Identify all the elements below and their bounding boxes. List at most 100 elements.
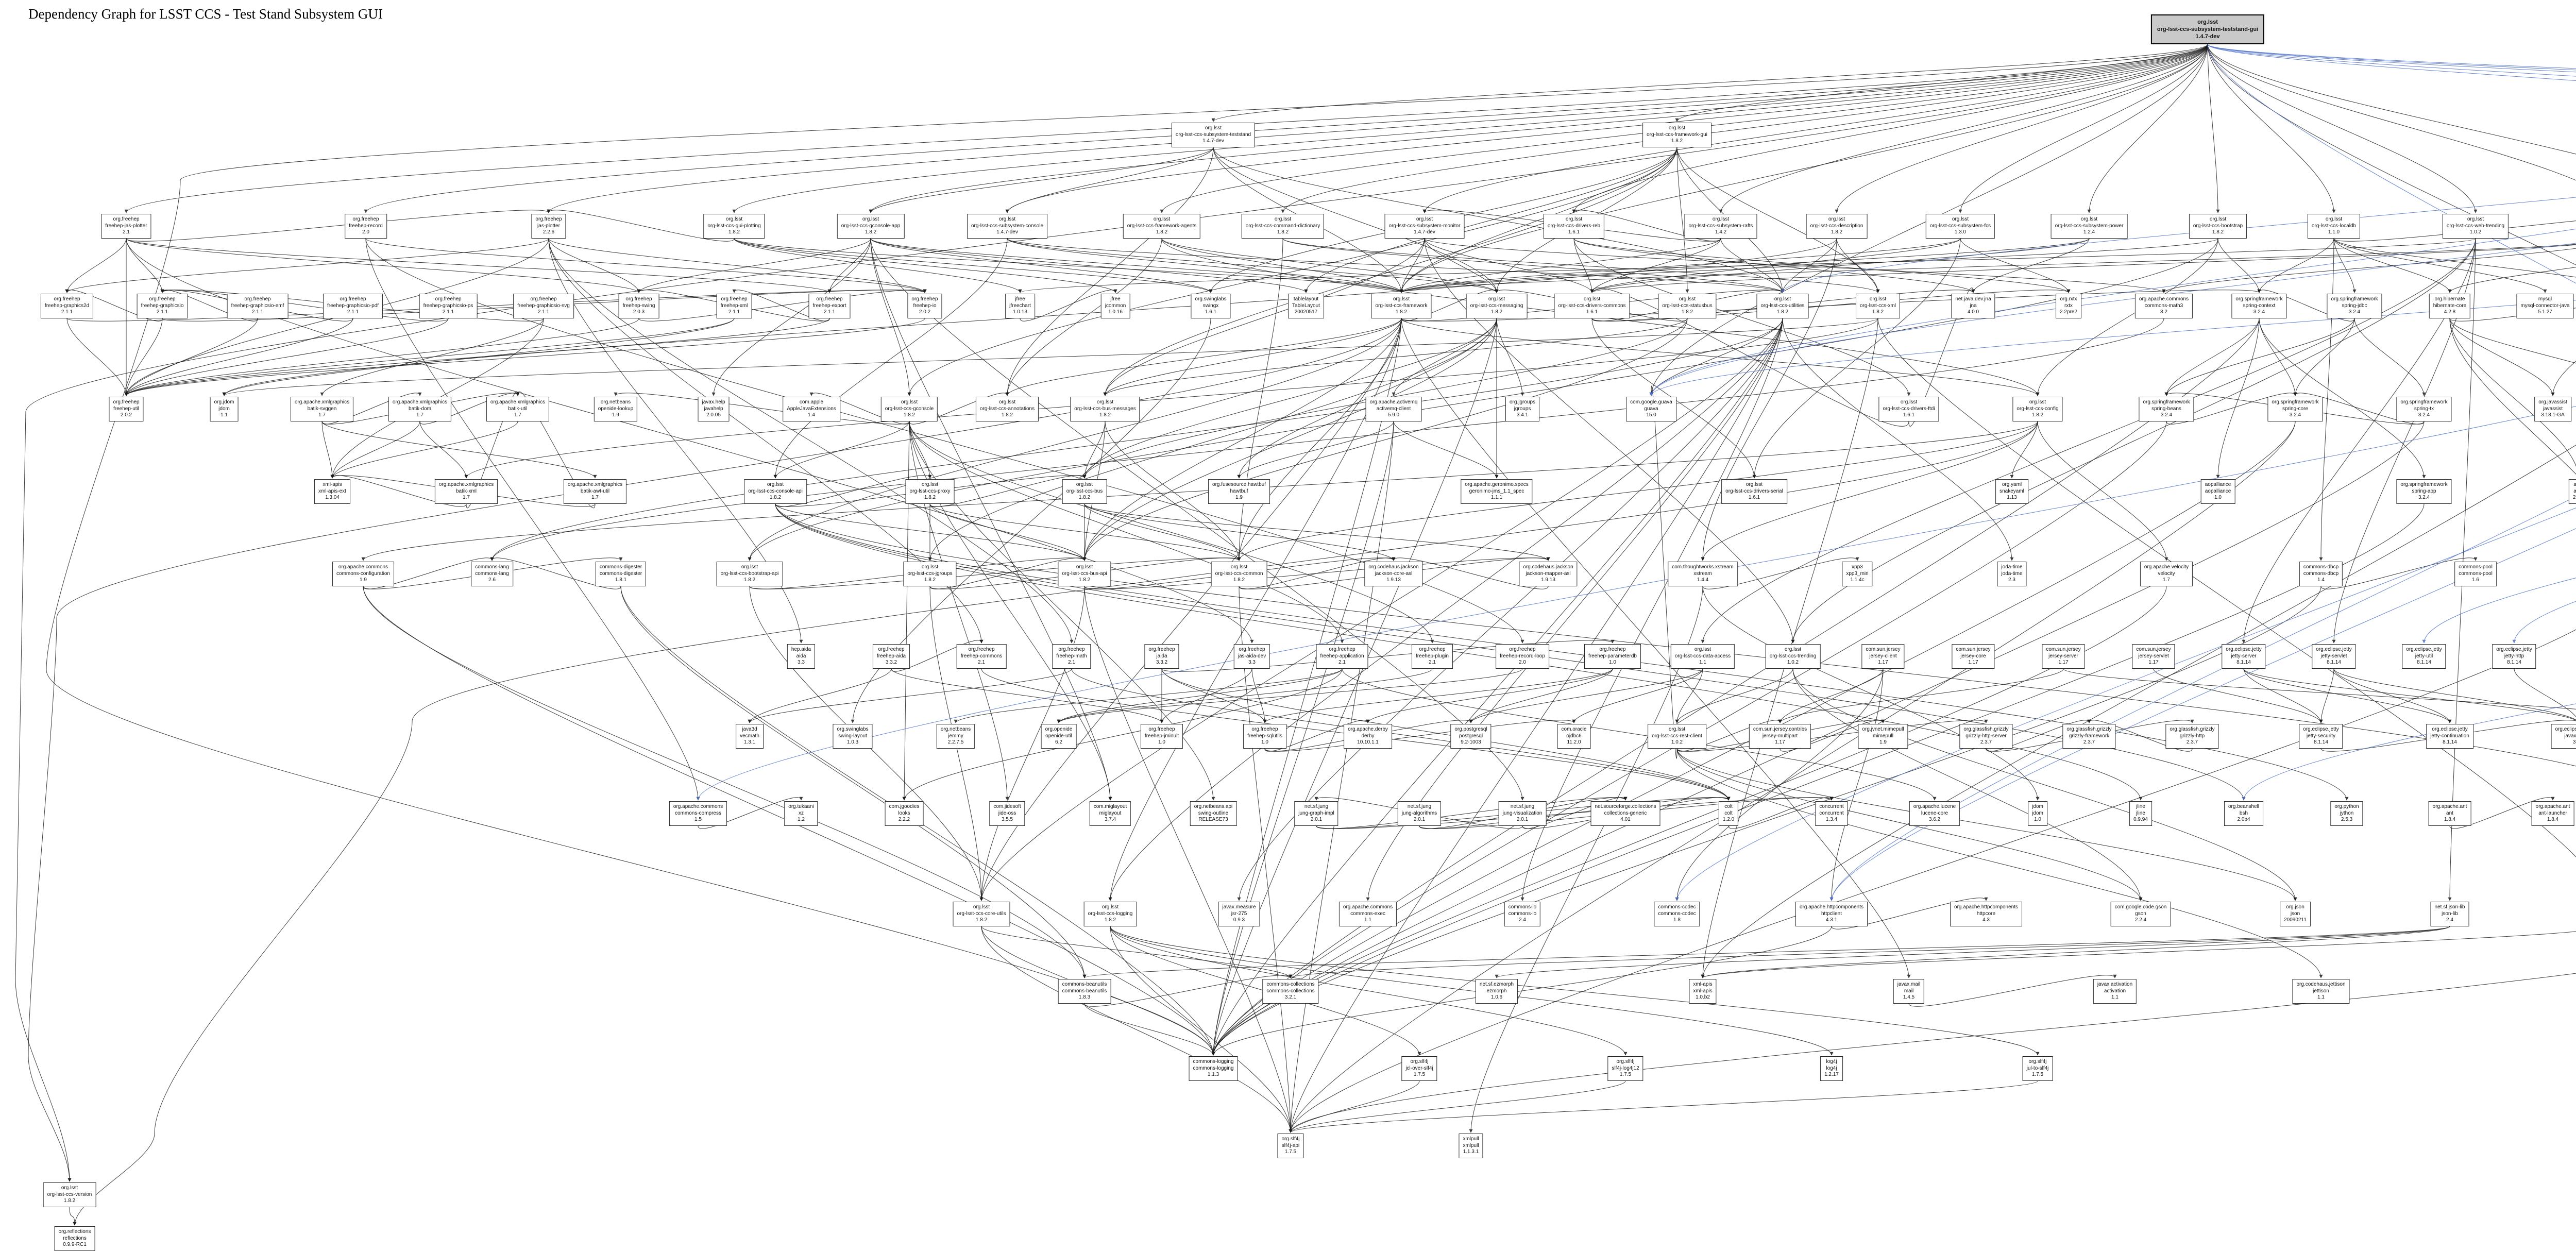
node-label-line: org.freehep xyxy=(113,399,140,405)
dependency-edge xyxy=(979,318,1783,901)
dependency-edge xyxy=(1082,318,1688,561)
dependency-edge xyxy=(363,586,1087,978)
dependency-edge xyxy=(2242,703,2576,801)
node-label-line: 9.2-1003 xyxy=(1461,739,1481,745)
node-label-line: com.jgoodies xyxy=(889,804,920,809)
node-label-line: 1.17 xyxy=(1775,739,1785,745)
node-label-line: commons-pool xyxy=(2459,570,2493,577)
dependency-edge xyxy=(548,238,927,293)
dependency-edge xyxy=(1399,238,1961,293)
node-label-line: freehep-aida xyxy=(876,653,906,659)
node-label-line: org.apache.httpcomponents xyxy=(1800,904,1863,910)
dependency-edge xyxy=(464,318,1878,479)
dependency-edge xyxy=(1211,926,1832,1056)
dependency-edge xyxy=(1399,238,2218,293)
dependency-edge xyxy=(1590,238,1721,293)
node-label-line: 3.3 xyxy=(1248,660,1256,665)
node-label-line: jline xyxy=(2136,810,2145,816)
node-label-line: org.eclipse.jetty xyxy=(2316,647,2352,652)
node-label-line: 2.1 xyxy=(978,660,985,665)
dependency-edge xyxy=(2449,318,2576,364)
node-label-line: looks xyxy=(898,810,910,816)
node-label-line: org.lsst xyxy=(1096,399,1114,405)
node-label-line: commons-beanutils xyxy=(1062,988,1107,994)
dependency-edge xyxy=(2259,318,2426,479)
node-label-line: org-lsst-ccs-localdb xyxy=(2311,223,2357,229)
node-label-line: org.springframework xyxy=(2272,399,2319,405)
dependency-edge xyxy=(1392,557,1549,589)
dependency-edge xyxy=(1289,1080,1420,1133)
dependency-edge xyxy=(732,44,2208,213)
dependency-edge xyxy=(2293,392,2425,425)
dependency-edge xyxy=(124,318,258,396)
node-label-line: 1.3.0 xyxy=(1954,229,1967,235)
node-label-line: org.lsst xyxy=(1101,904,1119,910)
dependency-edge xyxy=(1782,318,2014,561)
node-label-line: org.lsst xyxy=(1393,296,1410,302)
node-label-line: jfreechart xyxy=(1009,302,1031,309)
node-label-line: 1.8.4 xyxy=(2547,817,2559,822)
node-label-line: org.apache.commons xyxy=(2139,296,2189,302)
node-label-line: 3.4.1 xyxy=(1516,412,1529,418)
dependency-edge xyxy=(1496,318,1524,396)
dependency-edge xyxy=(2243,668,2576,721)
dependency-edge xyxy=(1110,926,1834,1056)
dependency-edge xyxy=(124,318,353,396)
dependency-edge xyxy=(1399,238,1425,293)
node-label-line: grizzly-http xyxy=(2179,733,2205,739)
node-label-line: 1.8.2 xyxy=(1078,495,1091,500)
node-label-line: jersey-server xyxy=(2048,653,2078,659)
node-label-line: org.lsst xyxy=(1668,726,1686,732)
node-label-line: 3.3 xyxy=(798,660,805,665)
node-label-line: 3.2 xyxy=(2160,309,2167,315)
node-label-line: org.netbeans.api xyxy=(1194,804,1233,809)
node-label-line: 1.8.2 xyxy=(728,229,740,235)
dependency-edge xyxy=(2449,318,2576,467)
node-label-line: 1.2.0 xyxy=(1722,817,1735,822)
dependency-edge xyxy=(2257,238,2334,293)
node-label-line: org-lsst-ccs-annotations xyxy=(979,405,1035,412)
dependency-edge xyxy=(1239,586,1293,1133)
node-label-line: 1.2.4 xyxy=(2083,229,2095,235)
node-label-line: jna xyxy=(1970,302,1977,309)
dependency-edge xyxy=(809,392,910,425)
node-label-line: org-lsst-ccs-command-dictionary xyxy=(1245,223,1320,229)
node-label-line: jython xyxy=(2340,810,2354,816)
node-label-line: org-lsst-ccs-drivers-ftdi xyxy=(1883,405,1935,412)
node-label-line: javax.help xyxy=(702,399,725,405)
node-label-line: swingx xyxy=(1202,302,1219,309)
node-label-line: commons-logging xyxy=(1193,1059,1234,1064)
dependency-edge xyxy=(1007,238,1403,293)
node-label-line: com.oracle xyxy=(1561,726,1587,732)
node-label-line: org-lsst-ccs-web-trending xyxy=(2446,223,2505,229)
dependency-edge xyxy=(1103,147,1677,396)
node-label-line: org.slf4j xyxy=(1410,1059,1429,1064)
node-label-line: com.sun.jersey xyxy=(1866,647,1901,652)
node-label-line: 2.2pre2 xyxy=(2060,309,2077,315)
node-label-line: commons-collections xyxy=(1266,982,1315,987)
dependency-edge xyxy=(614,392,910,425)
node-label-line: 3.2.4 xyxy=(2418,495,2430,500)
node-label-line: org-lsst-ccs-subsystem-power xyxy=(2055,223,2124,229)
dependency-edge xyxy=(1161,238,1499,293)
